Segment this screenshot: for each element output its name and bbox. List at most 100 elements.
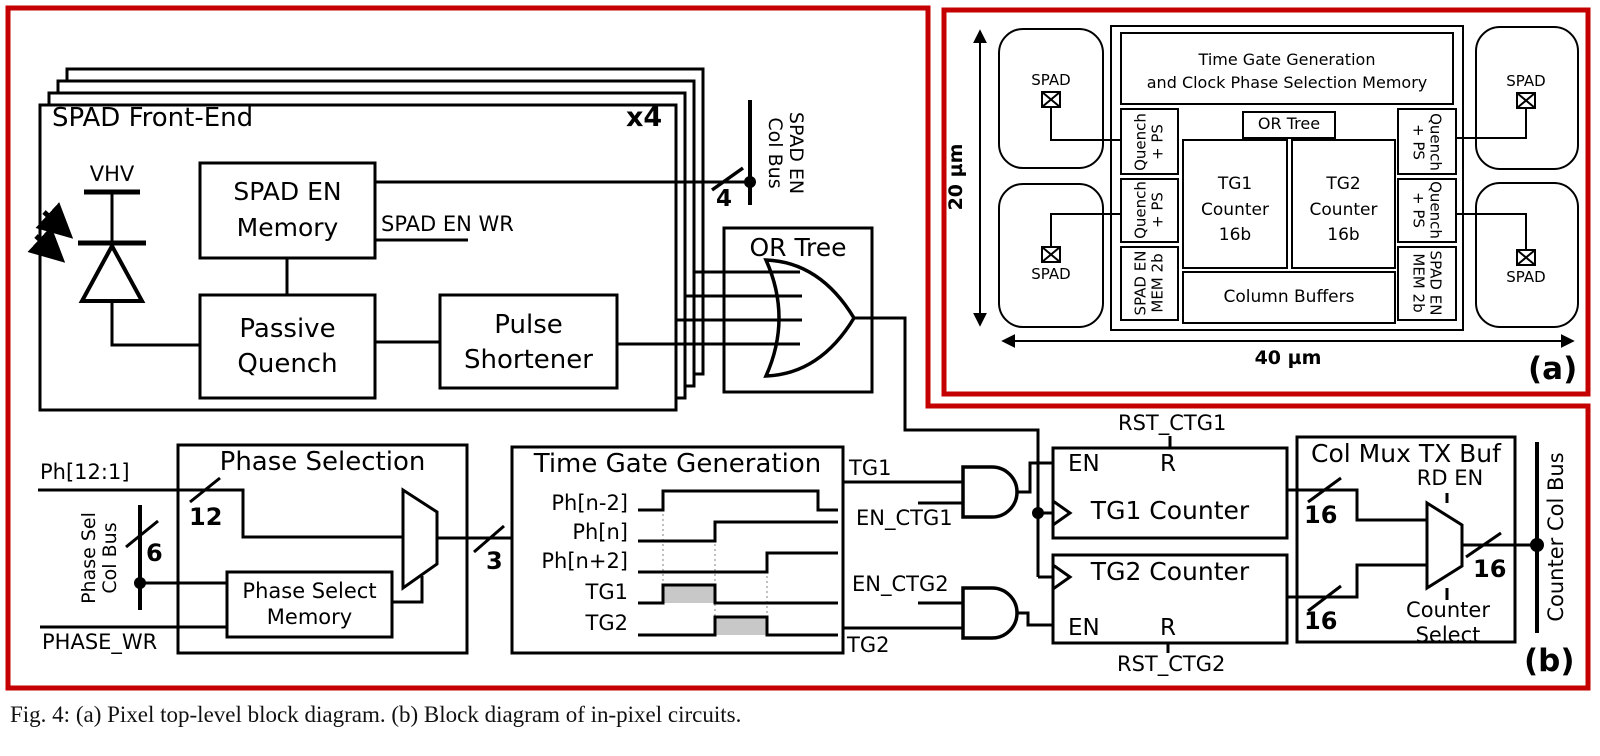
colmux-wires bbox=[1287, 476, 1537, 613]
tgg-title: Time Gate Generation bbox=[533, 449, 822, 479]
counter-select-line2: Select bbox=[1415, 623, 1481, 648]
or-tree-wires bbox=[617, 270, 1053, 579]
quench-l1-a: Quench bbox=[1131, 113, 1150, 171]
en-ctg1-label: EN_CTG1 bbox=[856, 506, 953, 530]
spad-label-tl: SPAD bbox=[1031, 71, 1071, 89]
phase-wr-label: PHASE_WR bbox=[42, 630, 158, 654]
wave-label-phn: Ph[n] bbox=[572, 520, 628, 544]
dim-20um-label: 20 µm bbox=[945, 132, 969, 222]
output-mux-icon bbox=[1425, 500, 1464, 591]
phase-select-memory-line2: Memory bbox=[266, 605, 353, 630]
spad-en-wr-label: SPAD EN WR bbox=[381, 212, 514, 236]
counter-col-bus-label: Counter Col Bus bbox=[1544, 437, 1570, 637]
tg1-counter-r: R bbox=[1160, 451, 1176, 477]
front-end-title: SPAD Front-End bbox=[52, 103, 254, 133]
spad-en-memory-box-label: SPAD EN Memory bbox=[200, 174, 375, 247]
phase-mux-icon bbox=[401, 487, 439, 591]
quench-ps-right1-label: Quench + PS bbox=[1406, 110, 1448, 175]
quench-l1-b: + PS bbox=[1148, 124, 1167, 160]
panel-b-label: (b) bbox=[1524, 643, 1575, 679]
en-ctg2-label: EN_CTG2 bbox=[852, 572, 949, 596]
mem2b-r-b: MEM 2b bbox=[1409, 253, 1428, 313]
counter-select-line1: Counter bbox=[1406, 598, 1490, 622]
tg1-a-line3: 16b bbox=[1218, 225, 1252, 245]
photon-arrows-icon bbox=[27, 202, 74, 263]
pulse-shortener-box-label: Pulse Shortener bbox=[440, 308, 617, 378]
ph-bus-width: 12 bbox=[189, 503, 223, 531]
panel-a-wires bbox=[1050, 107, 1527, 250]
phase-sel-col-bus-label: Phase Sel Col Bus bbox=[78, 493, 122, 623]
phase-select-memory-box-label: Phase Select Memory bbox=[227, 578, 392, 631]
passive-quench-line1: Passive bbox=[239, 314, 336, 344]
wave-label-tg2: TG2 bbox=[585, 611, 628, 635]
pulse-shortener-line2: Shortener bbox=[464, 345, 593, 376]
tg1-a-line2: Counter bbox=[1201, 199, 1269, 220]
counter-col-bus-text: Counter Col Bus bbox=[1544, 452, 1569, 622]
phase-selection-title: Phase Selection bbox=[219, 447, 426, 477]
panel-b-border bbox=[5, 5, 1591, 691]
spad-en-col-bus-line1: SPAD EN bbox=[785, 111, 808, 195]
passive-quench-box-label: Passive Quench bbox=[200, 312, 375, 382]
or-tree-title: OR Tree bbox=[749, 233, 847, 262]
spad-en-col-bus-line2: Col Bus bbox=[764, 117, 786, 189]
tg2-a-line2: Counter bbox=[1309, 199, 1378, 220]
front-end-wires bbox=[285, 180, 750, 344]
or-gate-icon bbox=[763, 258, 857, 378]
tg1-counter-en: EN bbox=[1068, 451, 1100, 477]
timing-pulse-fills bbox=[663, 585, 767, 635]
phase-bus-junction-dot bbox=[134, 577, 146, 589]
panel-a-border bbox=[941, 7, 1591, 397]
spad-en-col-bus-line bbox=[710, 100, 756, 205]
mem2b-r-a: SPAD EN bbox=[1426, 250, 1445, 316]
phase-sel-bus-width: 6 bbox=[146, 539, 163, 567]
quench-ps-left2-label: Quench + PS bbox=[1129, 178, 1171, 243]
colmux-title: Col Mux TX Buf bbox=[1311, 439, 1501, 468]
figure-caption: Fig. 4: (a) Pixel top-level block diagra… bbox=[10, 702, 742, 727]
spad-en-bus-width: 4 bbox=[716, 186, 733, 212]
counter-clock-icons bbox=[1051, 498, 1073, 592]
dimension-arrows bbox=[973, 29, 1575, 348]
quench-r1-b: + PS bbox=[1409, 124, 1428, 160]
tg2-counter-a-label: TG2 Counter 16b bbox=[1292, 172, 1395, 249]
mux-in-top-width: 16 bbox=[1304, 501, 1338, 529]
spad-en-memory-line2: Memory bbox=[236, 213, 339, 243]
quench-l2-a: Quench bbox=[1131, 181, 1150, 239]
quench-r1-a: Quench bbox=[1426, 113, 1445, 171]
column-buffers-label: Column Buffers bbox=[1223, 287, 1355, 307]
mux-out-width: 16 bbox=[1473, 555, 1507, 583]
multiplier-label: x4 bbox=[626, 102, 663, 133]
tg2-a-line1: TG2 bbox=[1326, 174, 1361, 194]
quench-ps-left1-label: Quench + PS bbox=[1129, 110, 1171, 175]
vhv-label: VHV bbox=[89, 162, 135, 186]
panel-b-boxes bbox=[176, 161, 1517, 655]
pulse-shortener-line1: Pulse bbox=[494, 310, 563, 340]
quench-r2-a: Quench bbox=[1426, 181, 1445, 239]
tg1-counter-title: TG1 Counter bbox=[1090, 496, 1250, 525]
quench-ps-right2-label: Quench + PS bbox=[1406, 178, 1448, 243]
tgg-memory-line1: Time Gate Generation bbox=[1198, 50, 1376, 69]
spad-en-col-bus-label: SPAD EN Col Bus bbox=[763, 93, 807, 213]
rd-en-label: RD EN bbox=[1416, 466, 1484, 490]
tg1-a-line1: TG1 bbox=[1217, 174, 1253, 194]
counter-col-bus-line bbox=[1530, 442, 1544, 633]
spad-label-br: SPAD bbox=[1506, 268, 1546, 286]
dim-20um-text: 20 µm bbox=[945, 143, 968, 211]
spad-en-memory-line1: SPAD EN bbox=[233, 177, 342, 206]
clock-junction-dot bbox=[1032, 507, 1044, 519]
mux-in-bottom-width: 16 bbox=[1304, 607, 1338, 635]
wave-label-phn2: Ph[n+2] bbox=[541, 549, 628, 573]
phase-selection-wires bbox=[38, 476, 512, 629]
or-tree-a-label: OR Tree bbox=[1257, 114, 1321, 133]
tg1-counter-a-label: TG1 Counter 16b bbox=[1183, 172, 1287, 249]
tg1-out-label: TG1 bbox=[849, 456, 892, 480]
tg2-a-line3: 16b bbox=[1327, 225, 1360, 245]
phase-sel-col-bus-line2: Col Bus bbox=[99, 522, 121, 594]
spad-label-bl: SPAD bbox=[1031, 265, 1071, 283]
spad-label-tr: SPAD bbox=[1506, 72, 1546, 90]
timing-waveforms bbox=[638, 489, 838, 637]
rst-ctg2-label: RST_CTG2 bbox=[1117, 652, 1226, 676]
passive-quench-line2: Quench bbox=[237, 349, 338, 380]
spad-diode-symbol bbox=[78, 189, 200, 347]
rst-ctg1-label: RST_CTG1 bbox=[1118, 411, 1227, 435]
